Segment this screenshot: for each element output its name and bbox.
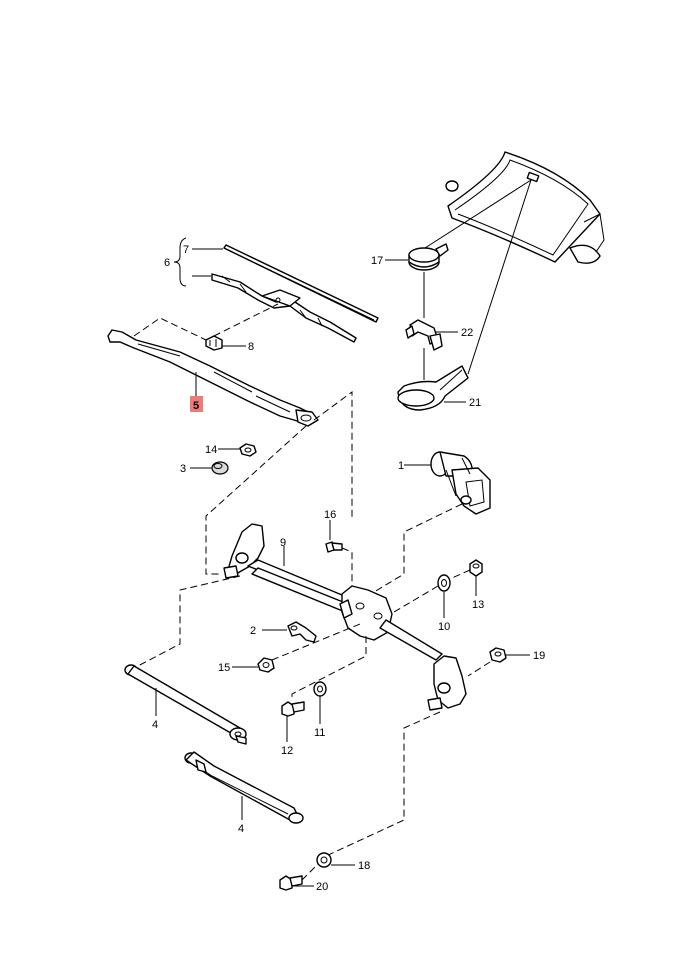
dash-20-18 <box>301 863 319 881</box>
callout-6[interactable]: 6 <box>164 257 170 269</box>
leader-windshield-17 <box>424 179 532 249</box>
part-10-washer <box>437 574 451 592</box>
callout-18[interactable]: 18 <box>358 860 370 872</box>
callout-20[interactable]: 20 <box>316 881 328 893</box>
callout-4-lower[interactable]: 4 <box>238 823 244 835</box>
dash-frame-link-left <box>133 575 241 669</box>
group-brace-6 <box>173 237 187 287</box>
callout-9[interactable]: 9 <box>280 537 286 549</box>
part-9-linkage-frame <box>223 523 467 711</box>
dash-arm-pivot-left <box>205 425 307 575</box>
callout-3[interactable]: 3 <box>180 463 186 475</box>
part-1-wiper-motor <box>430 451 491 515</box>
dash-13-10 <box>451 569 471 579</box>
callout-13[interactable]: 13 <box>472 599 484 611</box>
part-22-clip <box>405 319 443 351</box>
dash-16 <box>341 547 353 590</box>
part-15-nut <box>257 657 275 673</box>
part-20-bolt <box>279 875 303 891</box>
dash-10-frame <box>393 585 439 613</box>
dash-8-frame <box>213 303 279 337</box>
part-18-washer <box>316 852 332 868</box>
part-19-nut <box>489 647 507 663</box>
callout-8[interactable]: 8 <box>248 341 254 353</box>
dash-motor-crank <box>373 503 463 593</box>
part-12-bolt <box>281 701 305 717</box>
leader-windshield-21 <box>467 179 532 375</box>
dash-frame-washer <box>325 711 441 857</box>
part-6-blade-frame <box>211 273 357 343</box>
dash-arm-pivot-right <box>313 391 353 520</box>
callout-7[interactable]: 7 <box>183 244 189 256</box>
dash-19 <box>467 661 491 677</box>
callout-11[interactable]: 11 <box>314 727 325 739</box>
callout-21[interactable]: 21 <box>469 397 481 409</box>
callout-16[interactable]: 16 <box>324 509 336 521</box>
part-13-nut <box>469 559 483 577</box>
dash-frame-center-down <box>291 636 367 700</box>
callout-10[interactable]: 10 <box>438 621 450 633</box>
callout-2[interactable]: 2 <box>250 625 256 637</box>
callout-4-upper[interactable]: 4 <box>152 719 158 731</box>
callout-19[interactable]: 19 <box>533 650 545 662</box>
part-8-adapter <box>205 335 223 351</box>
part-16-bolt <box>325 541 343 553</box>
callout-5[interactable]: 5 <box>193 400 199 412</box>
callout-1[interactable]: 1 <box>398 460 404 472</box>
callout-17[interactable]: 17 <box>371 255 383 267</box>
part-14-nut <box>239 443 257 457</box>
part-2-bracket <box>287 621 317 643</box>
callout-15[interactable]: 15 <box>218 662 230 674</box>
callout-22[interactable]: 22 <box>461 327 473 339</box>
callout-14[interactable]: 14 <box>205 444 217 456</box>
callout-12[interactable]: 12 <box>281 745 293 757</box>
part-5-wiper-arm <box>107 329 319 427</box>
part-4-link-upper <box>124 664 247 745</box>
part-3-cap <box>211 461 229 475</box>
dash-15-frame <box>271 623 361 661</box>
part-11-washer <box>313 681 327 697</box>
windshield-illustration <box>445 151 605 264</box>
part-4-link-lower <box>184 751 304 824</box>
callout-5-highlight <box>190 396 203 412</box>
part-7-wiper-blade <box>223 244 379 323</box>
part-17-cap <box>408 243 449 271</box>
dash-5-8 <box>133 317 207 341</box>
part-21-bowl <box>397 365 469 411</box>
